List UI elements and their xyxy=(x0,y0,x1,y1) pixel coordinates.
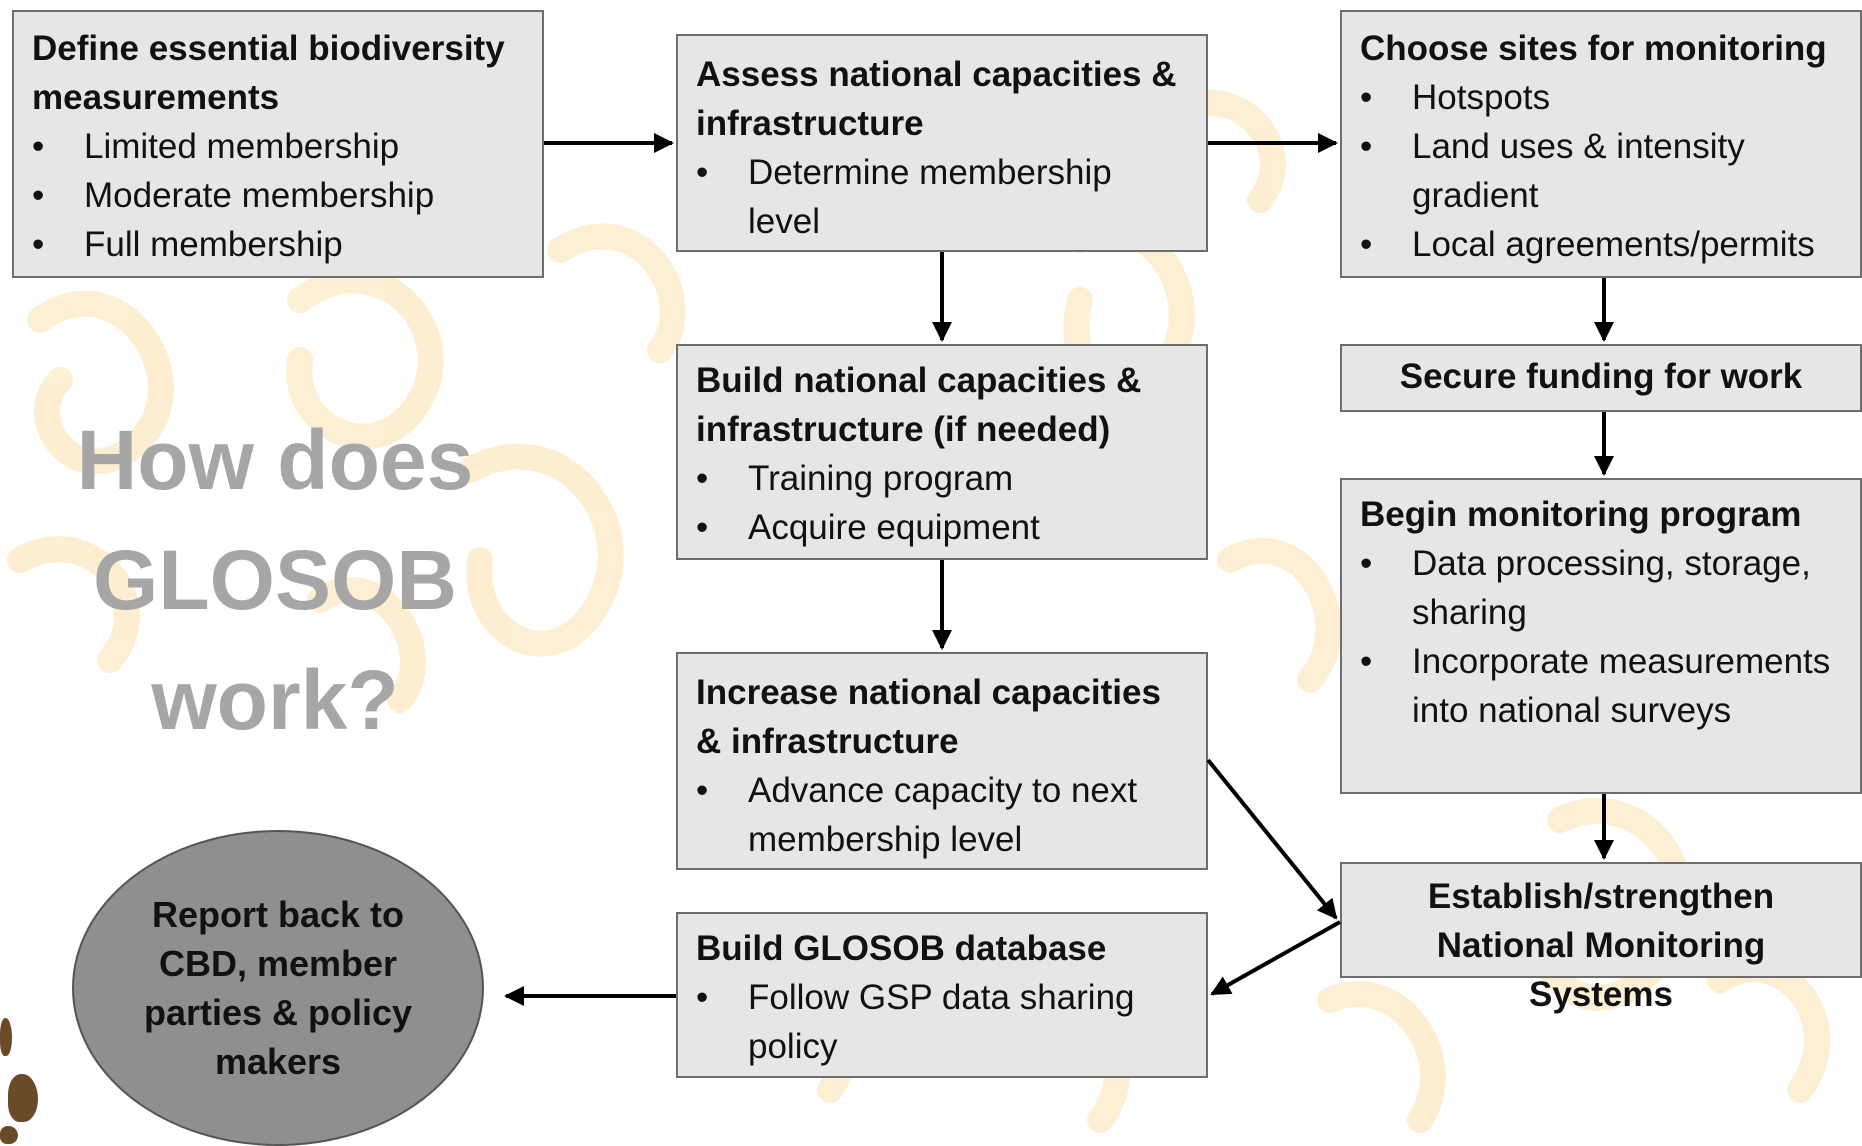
define-measurements-title: Define essential biodiversity measuremen… xyxy=(32,29,505,117)
assess-capacities-list: Determine membership level xyxy=(696,148,1188,246)
assess-capacities-box: Assess national capacities & infrastruct… xyxy=(676,34,1208,252)
logo-blob xyxy=(0,1126,18,1144)
build-database-list: Follow GSP data sharing policy xyxy=(696,973,1188,1071)
report-back-label: Report back to CBD, member parties & pol… xyxy=(143,894,413,1082)
list-item: Follow GSP data sharing policy xyxy=(696,973,1188,1071)
list-item: Land uses & intensity gradient xyxy=(1360,122,1842,220)
list-item: Full membership xyxy=(32,220,524,269)
establish-systems-box: Establish/strengthen National Monitoring… xyxy=(1340,862,1862,1014)
list-item: Local agreements/permits xyxy=(1360,220,1842,269)
list-item: Data processing, storage, sharing xyxy=(1360,539,1842,637)
secure-funding-box: Secure funding for work xyxy=(1340,344,1862,412)
list-item: Incorporate measurements into national s… xyxy=(1360,637,1842,735)
list-item: Determine membership level xyxy=(696,148,1188,246)
begin-monitoring-list: Data processing, storage, sharing Incorp… xyxy=(1360,539,1842,735)
list-item: Hotspots xyxy=(1360,73,1842,122)
choose-sites-list: Hotspots Land uses & intensity gradient … xyxy=(1360,73,1842,269)
build-capacities-box: Build national capacities & infrastructu… xyxy=(676,344,1208,560)
begin-monitoring-box: Begin monitoring program Data processing… xyxy=(1340,478,1862,794)
define-measurements-box: Define essential biodiversity measuremen… xyxy=(12,10,544,278)
list-item: Training program xyxy=(696,454,1188,503)
logo-blob xyxy=(0,1018,12,1056)
build-database-box: Build GLOSOB database Follow GSP data sh… xyxy=(676,912,1208,1078)
choose-sites-box: Choose sites for monitoring Hotspots Lan… xyxy=(1340,10,1862,278)
build-capacities-list: Training program Acquire equipment xyxy=(696,454,1188,552)
list-item: Advance capacity to next membership leve… xyxy=(696,766,1188,864)
define-measurements-list: Limited membership Moderate membership F… xyxy=(32,122,524,269)
list-item: Limited membership xyxy=(32,122,524,171)
increase-capacities-box: Increase national capacities & infrastru… xyxy=(676,652,1208,870)
establish-systems-title: Establish/strengthen National Monitoring… xyxy=(1427,877,1775,1014)
secure-funding-title: Secure funding for work xyxy=(1399,357,1803,396)
list-item: Acquire equipment xyxy=(696,503,1188,552)
increase-capacities-title: Increase national capacities & infrastru… xyxy=(696,673,1161,761)
build-capacities-title: Build national capacities & infrastructu… xyxy=(696,361,1142,449)
assess-capacities-title: Assess national capacities & infrastruct… xyxy=(696,55,1177,143)
logo-blob xyxy=(8,1074,38,1122)
increase-capacities-list: Advance capacity to next membership leve… xyxy=(696,766,1188,864)
list-item: Moderate membership xyxy=(32,171,524,220)
report-back-ellipse: Report back to CBD, member parties & pol… xyxy=(72,830,484,1146)
page-title: How does GLOSOB work? xyxy=(76,413,474,747)
choose-sites-title: Choose sites for monitoring xyxy=(1360,29,1827,68)
build-database-title: Build GLOSOB database xyxy=(696,929,1107,968)
begin-monitoring-title: Begin monitoring program xyxy=(1360,495,1802,534)
